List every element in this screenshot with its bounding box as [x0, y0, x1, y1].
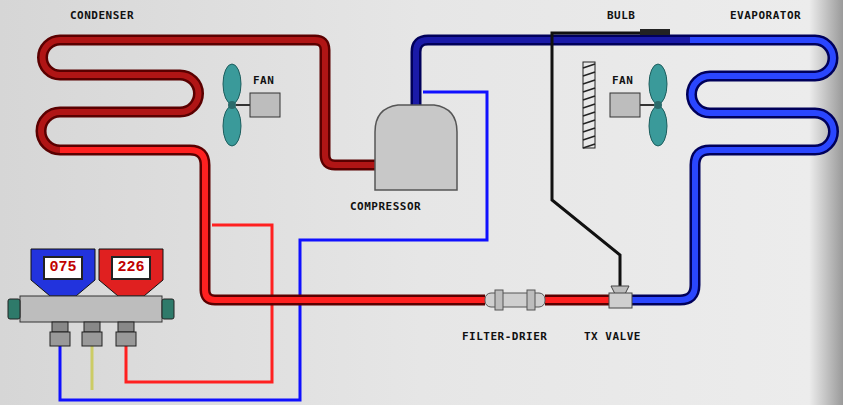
gauge-value: 075 [45, 259, 81, 277]
service-hose [91, 345, 94, 390]
part-label: COMPRESSOR [350, 200, 421, 213]
condenser-fan [223, 64, 280, 146]
tx-valve-symbol [609, 286, 632, 308]
gauge-readout: 075 [43, 256, 83, 280]
capillary-tube [552, 33, 645, 286]
compressor-body [375, 105, 457, 190]
condenser-coil [41, 40, 612, 300]
sensing-bulb [640, 29, 670, 35]
part-label: FAN [612, 74, 633, 87]
suction-hose [60, 92, 487, 400]
part-label: BULB [607, 9, 636, 22]
part-label: FILTER-DRIER [462, 330, 547, 343]
evaporator-fan [583, 62, 667, 148]
gauge-manifold [8, 249, 174, 346]
part-label: TX VALVE [584, 330, 641, 343]
gauge-value: 226 [113, 259, 149, 277]
evaporator-coil [416, 40, 834, 300]
part-label: FAN [253, 74, 274, 87]
part-label: EVAPORATOR [730, 9, 801, 22]
gauge-readout: 226 [111, 256, 151, 280]
filter-drier-symbol [485, 290, 545, 310]
part-label: CONDENSER [70, 9, 134, 22]
